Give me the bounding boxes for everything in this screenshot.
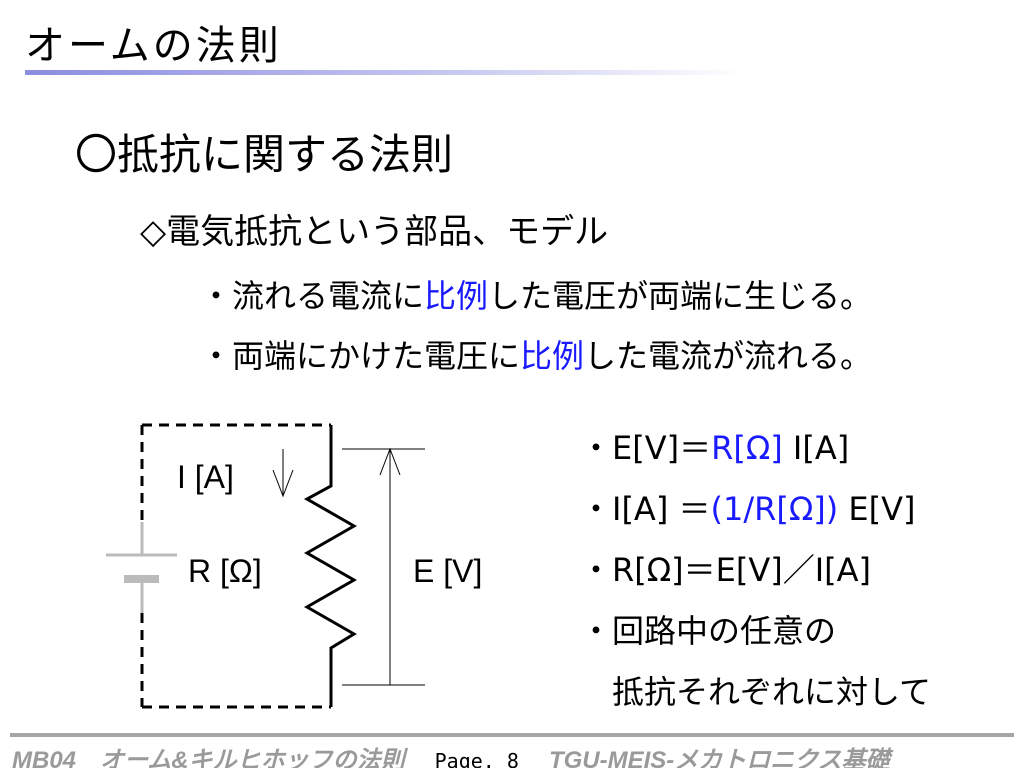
title-underline xyxy=(25,70,745,75)
text: ・E[V]＝ xyxy=(580,429,712,467)
section-heading: 〇抵抗に関する法則 xyxy=(75,130,454,179)
emphasis: (1/R[Ω]) xyxy=(710,490,839,528)
text: I[A] xyxy=(782,429,850,467)
voltage-label: E [V] xyxy=(413,553,483,589)
bullet-2: ・両端にかけた電圧に比例した電流が流れる。 xyxy=(200,340,872,372)
sub-heading: ◇電気抵抗という部品、モデル xyxy=(140,212,609,252)
emphasis: 比例 xyxy=(520,337,585,375)
current-arrow-icon xyxy=(272,449,294,498)
note-line-2: 抵抗それぞれに対して xyxy=(580,673,932,711)
voltage-arrow-icon xyxy=(342,447,425,686)
emphasis: 比例 xyxy=(424,277,489,315)
footer-course: MB04 オーム&キルヒホッフの法則 xyxy=(12,747,405,768)
slide-title: オームの法則 xyxy=(25,23,282,69)
formula-3: ・R[Ω]＝E[V]／I[A] xyxy=(580,551,872,589)
footer-divider xyxy=(10,733,1014,737)
footer: MB04 オーム&キルヒホッフの法則 Page. 8 TGU-MEIS-メカトロニク… xyxy=(12,740,920,768)
formula-2: ・I[A] ＝(1/R[Ω]) E[V] xyxy=(580,493,916,525)
text: した電流が流れる。 xyxy=(584,337,873,375)
footer-org: TGU-MEIS-メカトロニクス基礎 xyxy=(548,747,890,768)
formula-1: ・E[V]＝R[Ω] I[A] xyxy=(580,432,849,464)
bullet-1: ・流れる電流に比例した電圧が両端に生じる。 xyxy=(200,280,872,312)
text: ・両端にかけた電圧に xyxy=(200,337,521,375)
current-label: I [A] xyxy=(177,459,234,495)
text: ・I[A] ＝ xyxy=(580,490,711,528)
text: した電圧が両端に生じる。 xyxy=(488,277,873,315)
battery-plate-short xyxy=(124,575,159,583)
text: ・流れる電流に xyxy=(200,277,425,315)
resistor-zigzag xyxy=(303,425,358,707)
page-number: Page. 8 xyxy=(434,749,519,768)
resistance-label: R [Ω] xyxy=(188,553,262,589)
note-line-1: ・回路中の任意の xyxy=(580,612,837,650)
emphasis: R[Ω] xyxy=(711,429,783,467)
text: E[V] xyxy=(838,490,916,528)
dashed-wire xyxy=(140,423,331,709)
